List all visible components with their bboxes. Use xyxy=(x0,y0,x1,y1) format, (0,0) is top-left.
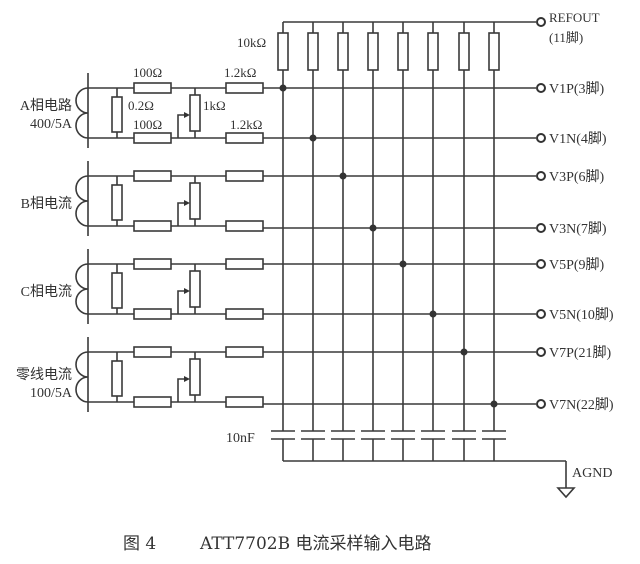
refout-label: REFOUT xyxy=(549,10,600,25)
channel-name-a: A相电路 xyxy=(20,98,72,114)
series-resistor-top xyxy=(133,258,172,270)
pin-label-v3n: V3N(7脚) xyxy=(549,221,607,237)
potentiometer xyxy=(189,182,201,220)
channel-block xyxy=(75,249,264,324)
pot-wiper xyxy=(177,290,186,314)
pullup-resistor xyxy=(488,32,500,71)
pin-terminal xyxy=(536,309,546,319)
label-out-top-a: 1.2kΩ xyxy=(224,65,256,80)
pin-terminal xyxy=(536,347,546,357)
junction-dot xyxy=(429,310,437,318)
channel-ratio-a: 400/5A xyxy=(30,117,73,132)
series-resistor-bottom xyxy=(133,396,172,408)
pin-label-v3p: V3P(6脚) xyxy=(549,169,605,185)
channel-block xyxy=(75,337,264,412)
pullup-resistor-label: 10kΩ xyxy=(237,35,266,50)
series-resistor-top xyxy=(133,346,172,358)
figure-title: ATT7702B 电流采样输入电路 xyxy=(199,534,432,554)
output-resistor-top xyxy=(225,82,264,94)
ct-coil-icon xyxy=(75,87,89,139)
ground-label: AGND xyxy=(572,466,612,481)
output-resistor-top xyxy=(225,346,264,358)
labels: 10kΩ REFOUT (11脚) V1P(3脚) V1N(4脚) V3P(6脚… xyxy=(16,10,614,554)
potentiometer xyxy=(189,270,201,308)
burden-resistor xyxy=(111,360,123,397)
label-out-bottom-a: 1.2kΩ xyxy=(230,117,262,132)
output-resistor-top xyxy=(225,170,264,182)
ct-coil-icon xyxy=(75,175,89,227)
junction-dot xyxy=(399,260,407,268)
capacitor-label: 10nF xyxy=(226,431,255,446)
ct-coil-icon xyxy=(75,263,89,315)
output-resistor-top xyxy=(225,258,264,270)
pin-terminal xyxy=(536,223,546,233)
pin-label-v1p: V1P(3脚) xyxy=(549,81,605,97)
channel-name-b: B相电流 xyxy=(21,196,72,212)
junction-dot xyxy=(460,348,468,356)
label-burden-a: 0.2Ω xyxy=(128,98,154,113)
burden-resistor xyxy=(111,184,123,221)
channel-blocks xyxy=(75,73,264,412)
ct-coil-icon xyxy=(75,351,89,403)
channel-block xyxy=(75,73,264,148)
series-resistor-bottom xyxy=(133,132,172,144)
channel-name-neutral: 零线电流 xyxy=(16,367,72,383)
pin-label-v5p: V5P(9脚) xyxy=(549,257,605,273)
pin-label-v7n: V7N(22脚) xyxy=(549,397,614,413)
junction-dot xyxy=(339,172,347,180)
series-resistor-top xyxy=(133,170,172,182)
wiper-arrow-icon xyxy=(184,288,190,294)
label-pot-a: 1kΩ xyxy=(203,98,226,113)
output-resistor-bottom xyxy=(225,396,264,408)
channel-ratio-neutral: 100/5A xyxy=(30,386,73,401)
output-resistor-bottom xyxy=(225,220,264,232)
refout-pin-label: (11脚) xyxy=(549,30,583,45)
wiper-arrow-icon xyxy=(184,376,190,382)
potentiometer xyxy=(189,94,201,132)
pullup-resistor xyxy=(277,32,289,71)
pot-wiper xyxy=(177,202,186,226)
burden-resistor xyxy=(111,272,123,309)
junction-dot xyxy=(490,400,498,408)
wiper-arrow-icon xyxy=(184,200,190,206)
series-resistor-bottom xyxy=(133,308,172,320)
pot-wiper xyxy=(177,114,186,138)
junction-dot xyxy=(309,134,317,142)
channel-block xyxy=(75,161,264,236)
pullup-resistor xyxy=(307,32,319,71)
wiper-arrow-icon xyxy=(184,112,190,118)
series-resistor-bottom xyxy=(133,220,172,232)
ground-icon xyxy=(556,487,576,499)
figure-number: 图 4 xyxy=(123,534,156,554)
bus-grid xyxy=(263,17,576,499)
output-resistor-bottom xyxy=(225,308,264,320)
pullup-resistor xyxy=(397,32,409,71)
junction-dot xyxy=(279,84,287,92)
pin-terminal xyxy=(536,399,546,409)
refout-terminal xyxy=(536,17,546,27)
pin-terminal xyxy=(536,259,546,269)
output-resistor-bottom xyxy=(225,132,264,144)
junction-dot xyxy=(369,224,377,232)
series-resistor-top xyxy=(133,82,172,94)
channel-name-c: C相电流 xyxy=(21,284,72,300)
pin-terminal xyxy=(536,171,546,181)
pullup-resistor xyxy=(337,32,349,71)
pot-wiper xyxy=(177,378,186,402)
pin-terminal xyxy=(536,83,546,93)
pin-label-v1n: V1N(4脚) xyxy=(549,131,607,147)
potentiometer xyxy=(189,358,201,396)
pullup-resistor xyxy=(427,32,439,71)
pin-label-v5n: V5N(10脚) xyxy=(549,307,614,323)
burden-resistor xyxy=(111,96,123,133)
label-series-bottom-a: 100Ω xyxy=(133,117,162,132)
pullup-resistor xyxy=(367,32,379,71)
pin-terminal xyxy=(536,133,546,143)
pullup-resistor xyxy=(458,32,470,71)
label-series-top-a: 100Ω xyxy=(133,65,162,80)
pin-label-v7p: V7P(21脚) xyxy=(549,345,612,361)
